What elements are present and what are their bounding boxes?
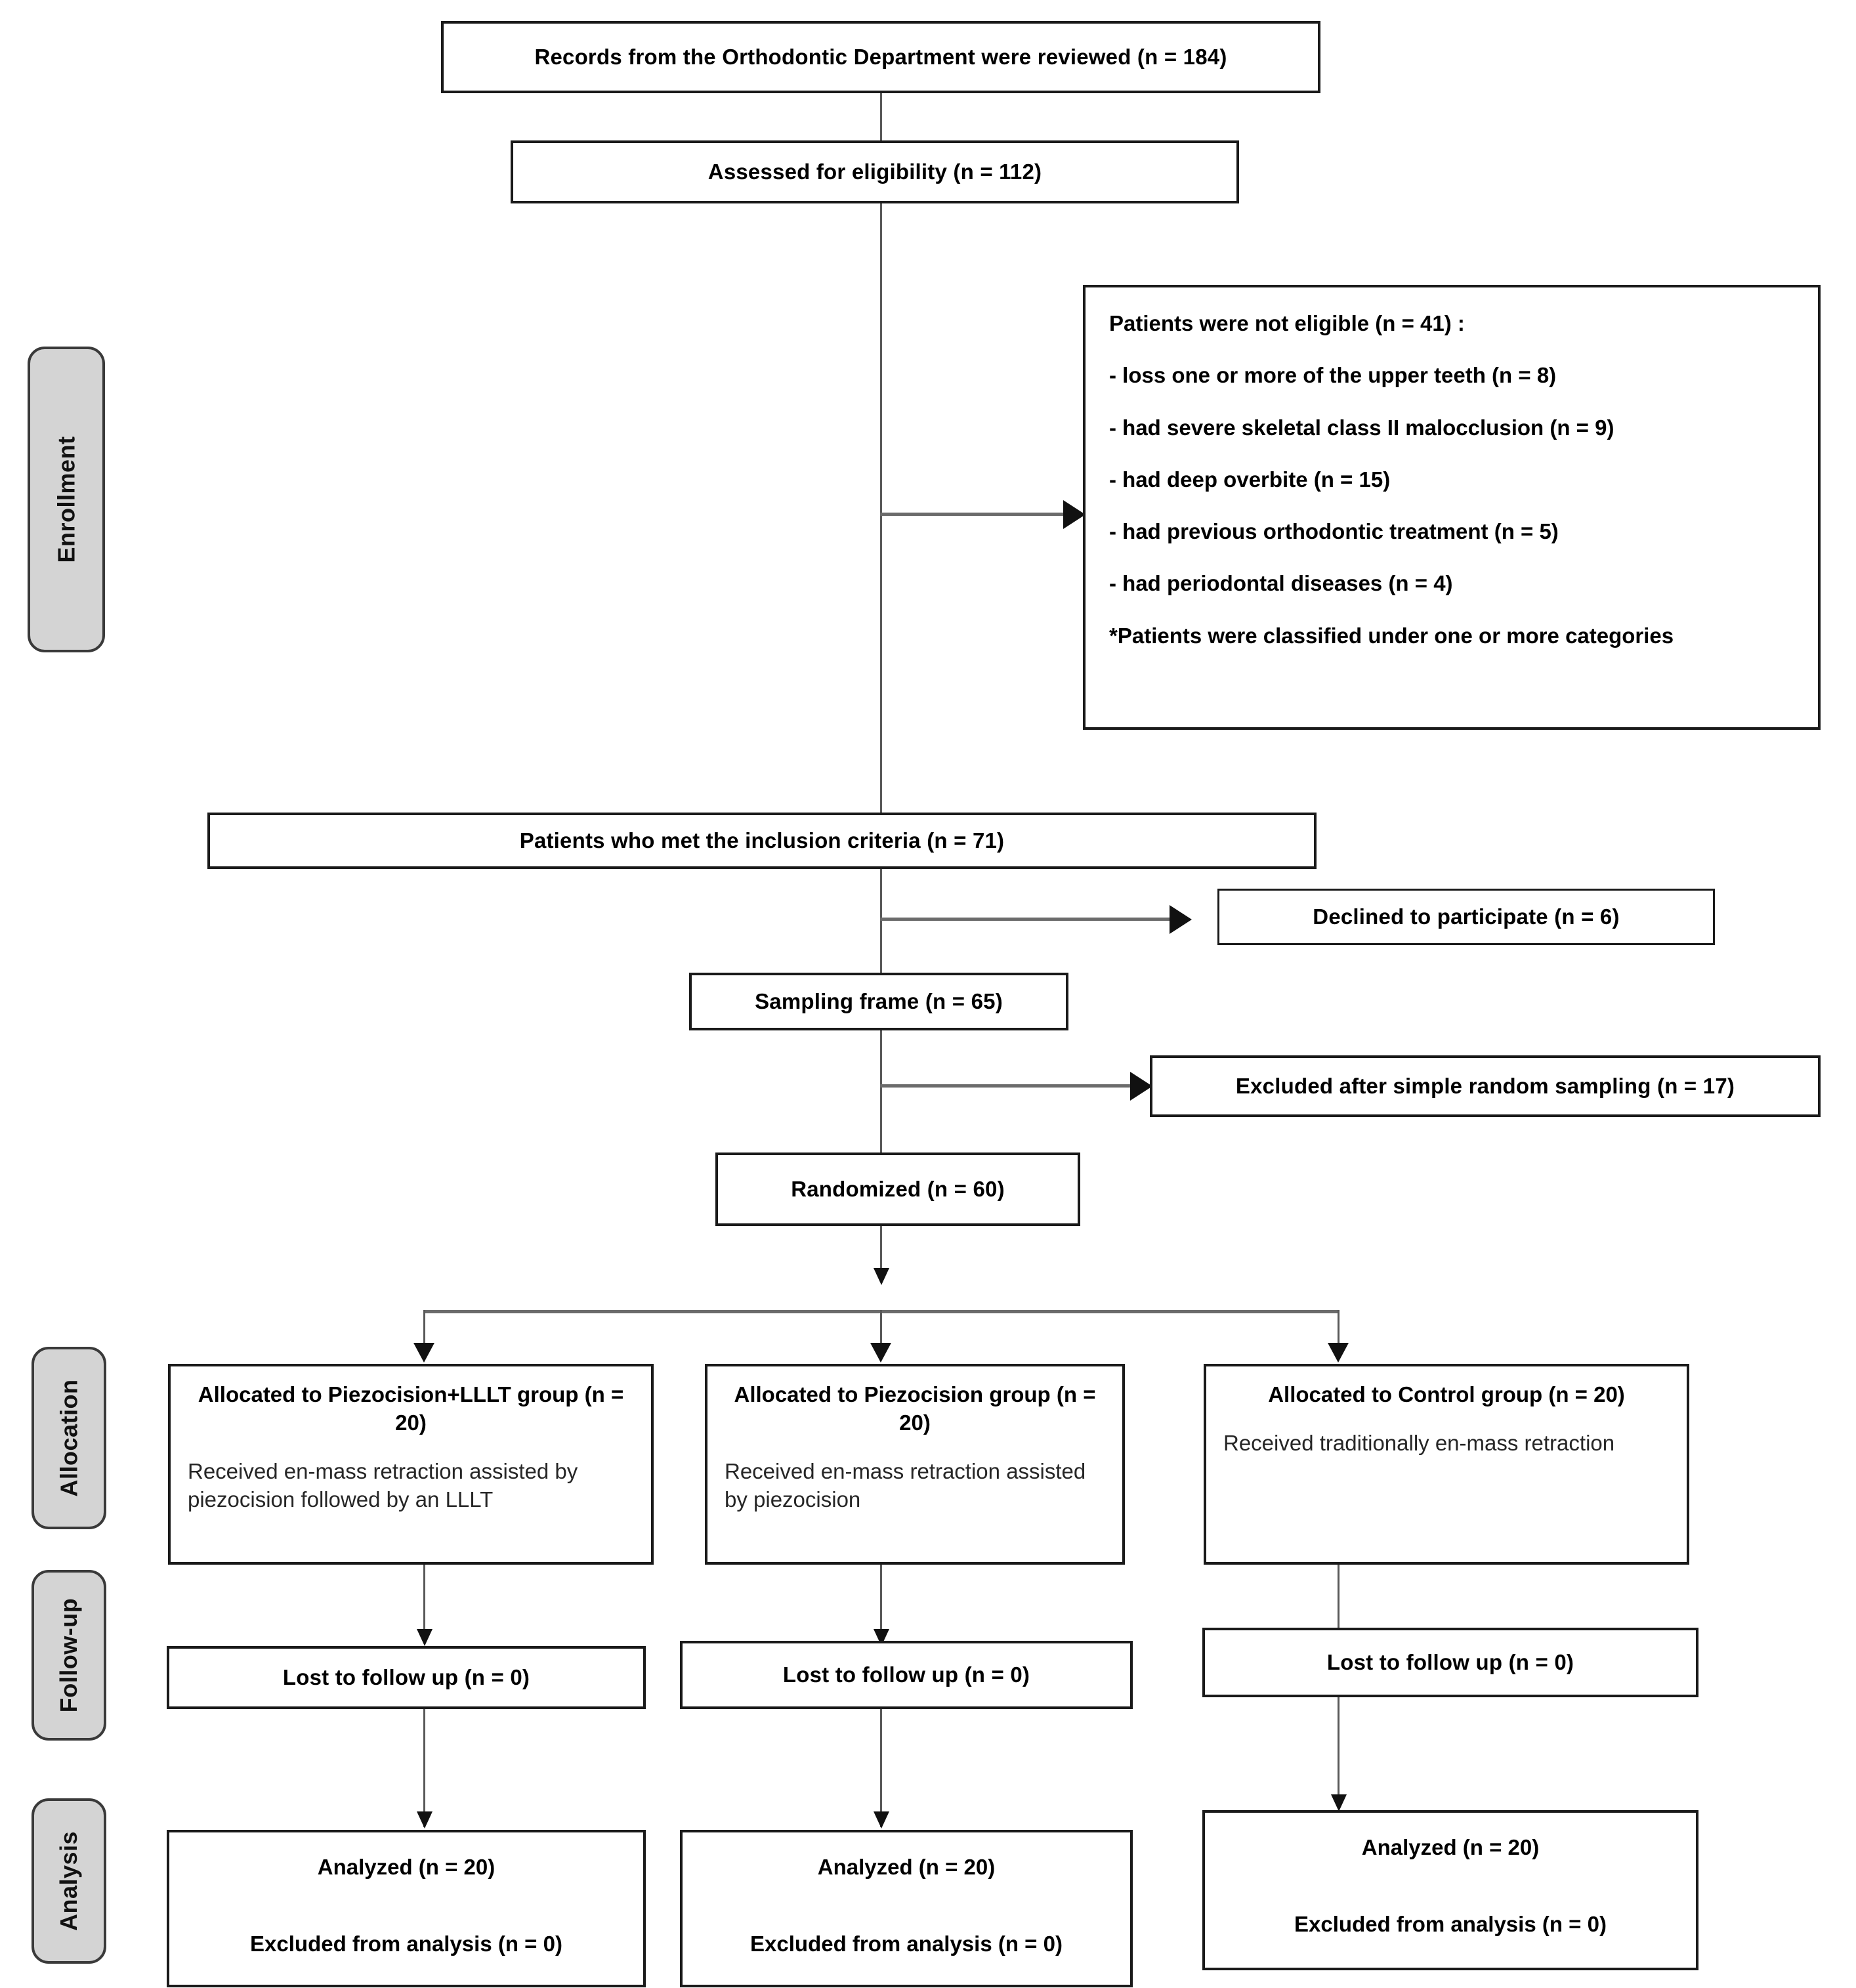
box-allocation-arm-1: Allocated to Piezocision+LLLT group (n =… <box>168 1364 654 1565</box>
not-eligible-footnote: *Patients were classified under one or m… <box>1109 623 1674 648</box>
connector-arm-1-followup-to-analysis <box>423 1709 425 1827</box>
phase-tab-enrollment: Enrollment <box>28 347 105 652</box>
allocation-arm-2-title-line2: (n = 20) <box>899 1382 1096 1435</box>
connector-sampling-to-randomized <box>880 1030 882 1153</box>
allocation-arm-2-title-line1: Allocated to Piezocision group <box>734 1382 1051 1406</box>
arrow-arm-2-analysis <box>874 1811 889 1829</box>
arrow-arm-1-followup <box>417 1629 432 1646</box>
connector-inclusion-to-sampling <box>880 869 882 973</box>
phase-tab-followup: Follow-up <box>32 1570 106 1741</box>
arrow-arm-3-analysis <box>1331 1794 1347 1811</box>
records-reviewed-label: Records from the Orthodontic Department … <box>534 44 1227 69</box>
phase-label-allocation: Allocation <box>55 1379 83 1497</box>
sampling-frame-label: Sampling frame (n = 65) <box>755 988 1003 1013</box>
not-eligible-heading: Patients were not eligible (n = 41) : <box>1109 311 1465 335</box>
box-followup-arm-1: Lost to follow up (n = 0) <box>167 1646 646 1709</box>
allocation-arm-2-body-line1: Received en-mass retraction <box>725 1458 1001 1483</box>
not-eligible-reason-4: - had previous orthodontic treatment (n … <box>1109 519 1559 543</box>
analysis-arm-1-excluded: Excluded from analysis (n = 0) <box>250 1931 562 1956</box>
allocation-arm-1-title-line1: Allocated to Piezocision+LLLT group <box>198 1382 579 1406</box>
allocation-arm-3-body: Received traditionally en-mass retractio… <box>1223 1429 1670 1458</box>
arrow-to-declined <box>1170 905 1192 934</box>
randomized-label: Randomized (n = 60) <box>791 1176 1005 1201</box>
box-records-reviewed: Records from the Orthodontic Department … <box>441 21 1320 93</box>
connector-arm-2-followup-to-analysis <box>880 1709 882 1827</box>
phase-tab-analysis: Analysis <box>32 1798 106 1964</box>
connector-assessed-to-inclusion <box>880 203 882 815</box>
panel-not-eligible: Patients were not eligible (n = 41) : - … <box>1083 285 1821 730</box>
box-excluded-after-sampling: Excluded after simple random sampling (n… <box>1150 1055 1821 1117</box>
box-analysis-arm-2: Analyzed (n = 20) Excluded from analysis… <box>680 1830 1133 1987</box>
followup-arm-2-label: Lost to follow up (n = 0) <box>782 1662 1030 1687</box>
phase-label-enrollment: Enrollment <box>53 436 80 563</box>
box-assessed-eligibility: Assessed for eligibility (n = 112) <box>511 140 1239 203</box>
analysis-arm-2-analyzed: Analyzed (n = 20) <box>817 1855 996 1879</box>
connector-arm-3-alloc-to-followup <box>1338 1565 1339 1643</box>
connector-arm-2-alloc-to-followup <box>880 1565 882 1643</box>
not-eligible-reason-1: - loss one or more of the upper teeth (n… <box>1109 363 1557 388</box>
analysis-arm-3-excluded: Excluded from analysis (n = 0) <box>1294 1911 1607 1936</box>
declined-to-participate-label: Declined to participate (n = 6) <box>1313 904 1620 929</box>
allocation-arm-3-body-line1: Received traditionally en-mass <box>1223 1430 1519 1455</box>
allocation-arm-1-body-line1: Received en-mass retraction assisted <box>188 1458 549 1483</box>
phase-tab-allocation: Allocation <box>32 1347 106 1529</box>
connector-drop-arm-3 <box>1338 1310 1339 1359</box>
allocation-arm-1-title: Allocated to Piezocision+LLLT group (n =… <box>188 1381 634 1437</box>
box-followup-arm-3: Lost to follow up (n = 0) <box>1202 1628 1698 1697</box>
box-allocation-arm-3: Allocated to Control group (n = 20) Rece… <box>1204 1364 1689 1565</box>
arrow-arm-1-allocation <box>413 1343 434 1363</box>
connector-drop-arm-2 <box>880 1310 882 1359</box>
connector-arm-1-alloc-to-followup <box>423 1565 425 1643</box>
arrow-to-not-eligible <box>1063 500 1086 529</box>
connector-to-not-eligible <box>880 513 1074 516</box>
connector-randomized-stub <box>880 1226 882 1279</box>
analysis-arm-1-analyzed: Analyzed (n = 20) <box>317 1855 496 1879</box>
connector-to-excluded-sampling <box>880 1084 1140 1088</box>
phase-label-followup: Follow-up <box>55 1597 83 1713</box>
arrow-arm-1-analysis <box>417 1811 432 1829</box>
allocation-arm-1-body-line2: by piezocision followed by an LLLT <box>188 1458 578 1512</box>
allocation-arm-1-body: Received en-mass retraction assisted by … <box>188 1457 634 1514</box>
arrow-to-excluded-sampling <box>1130 1072 1152 1101</box>
phase-label-analysis: Analysis <box>55 1830 83 1932</box>
allocation-arm-2-body: Received en-mass retraction assisted by … <box>725 1457 1105 1514</box>
analysis-arm-3-analyzed: Analyzed (n = 20) <box>1361 1835 1540 1859</box>
connector-records-to-assessed <box>880 93 882 140</box>
box-met-inclusion-criteria: Patients who met the inclusion criteria … <box>207 813 1317 869</box>
box-randomized: Randomized (n = 60) <box>715 1153 1080 1226</box>
allocation-arm-2-title: Allocated to Piezocision group (n = 20) <box>725 1381 1105 1437</box>
box-analysis-arm-3: Analyzed (n = 20) Excluded from analysis… <box>1202 1810 1698 1970</box>
allocation-arm-2-body-line2: assisted by piezocision <box>725 1458 1086 1512</box>
excluded-after-sampling-label: Excluded after simple random sampling (n… <box>1235 1073 1735 1098</box>
not-eligible-reason-2: - had severe skeletal class II malocclus… <box>1109 415 1614 440</box>
connector-arm-3-followup-to-analysis <box>1338 1697 1339 1809</box>
box-allocation-arm-2: Allocated to Piezocision group (n = 20) … <box>705 1364 1125 1565</box>
followup-arm-1-label: Lost to follow up (n = 0) <box>282 1664 530 1689</box>
box-analysis-arm-1: Analyzed (n = 20) Excluded from analysis… <box>167 1830 646 1987</box>
arrow-arm-2-allocation <box>870 1343 891 1363</box>
analysis-arm-2-excluded: Excluded from analysis (n = 0) <box>750 1931 1063 1956</box>
arrow-randomized-split <box>874 1268 889 1285</box>
allocation-arm-3-body-line2: retraction <box>1524 1430 1615 1455</box>
allocation-arm-3-title: Allocated to Control group (n = 20) <box>1223 1381 1670 1409</box>
allocation-arm-1-title-line2: (n = 20) <box>395 1382 624 1435</box>
box-followup-arm-2: Lost to follow up (n = 0) <box>680 1641 1133 1709</box>
connector-to-declined <box>880 918 1179 921</box>
box-declined-to-participate: Declined to participate (n = 6) <box>1217 889 1715 945</box>
allocation-arm-3-title-line1: Allocated to Control group <box>1268 1382 1543 1406</box>
arrow-arm-3-allocation <box>1328 1343 1349 1363</box>
allocation-arm-3-title-line2: (n = 20) <box>1548 1382 1625 1406</box>
assessed-eligibility-label: Assessed for eligibility (n = 112) <box>707 159 1042 184</box>
followup-arm-3-label: Lost to follow up (n = 0) <box>1326 1649 1574 1674</box>
connector-drop-arm-1 <box>423 1310 425 1359</box>
not-eligible-reason-3: - had deep overbite (n = 15) <box>1109 467 1391 492</box>
box-sampling-frame: Sampling frame (n = 65) <box>689 973 1068 1030</box>
met-inclusion-criteria-label: Patients who met the inclusion criteria … <box>519 828 1005 853</box>
not-eligible-reason-5: - had periodontal diseases (n = 4) <box>1109 571 1453 596</box>
